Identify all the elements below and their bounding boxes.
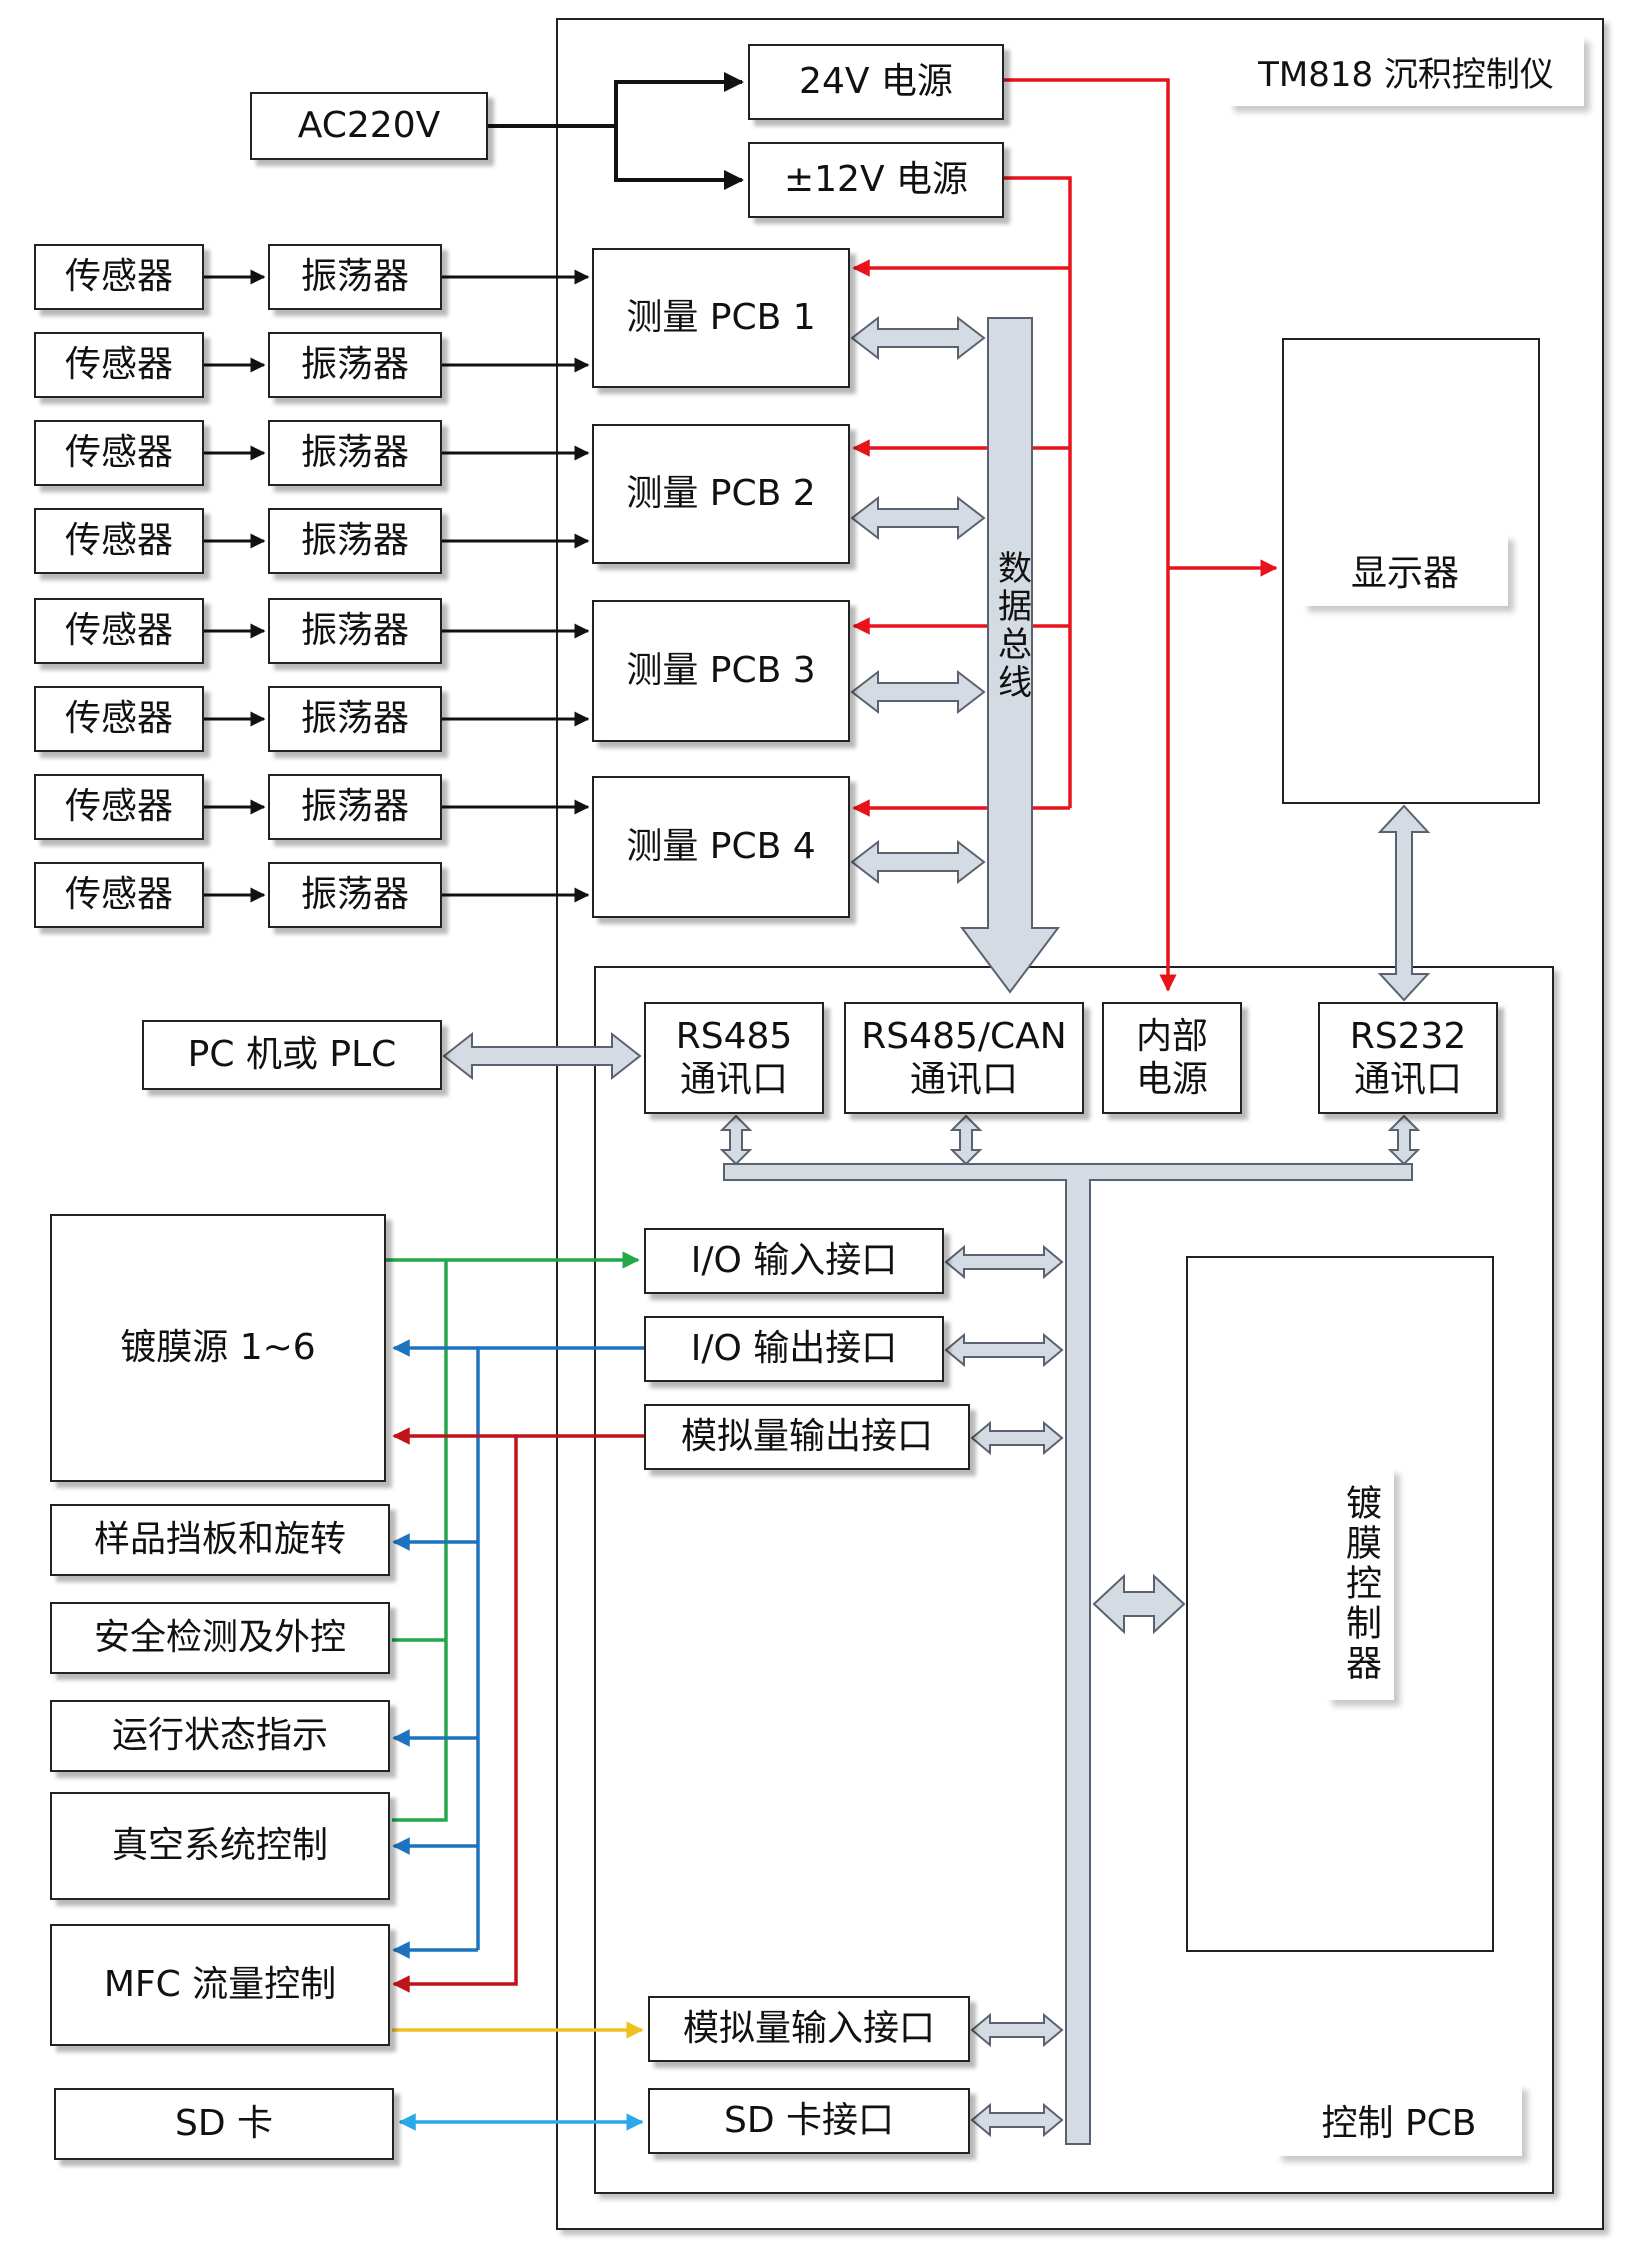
power12-main-wire	[1004, 176, 1072, 808]
sensor-3: 传感器	[34, 420, 204, 486]
measure-pcb-1: 测量 PCB 1	[592, 248, 850, 388]
safety-check-box: 安全检测及外控	[50, 1602, 390, 1674]
internal-power-line1: 内部	[1135, 1015, 1208, 1057]
port-bus-arrow-2	[949, 1114, 983, 1166]
data-bus-label: 数据总线	[991, 550, 1032, 702]
measure-pcb-3: 测量 PCB 3	[592, 600, 850, 742]
sensor-2: 传感器	[34, 332, 204, 398]
iface-bus-arrow-2	[944, 1332, 1064, 1368]
analog-in-bus-arrow	[970, 2012, 1064, 2048]
rs485-can-port-line1: RS485/CAN	[861, 1015, 1067, 1057]
ac220v-source: AC220V	[250, 92, 488, 160]
green-vacuum-wire	[392, 1260, 448, 1822]
rs485-port-line1: RS485	[675, 1015, 793, 1057]
power24-main-wire	[1004, 78, 1177, 992]
sensor-1: 传感器	[34, 244, 204, 310]
darkred-to-mfc	[392, 1434, 644, 1993]
internal-power: 内部 电源	[1102, 1002, 1242, 1114]
io-output-interface: I/O 输出接口	[644, 1316, 944, 1382]
blue-io-out-trunk	[476, 1346, 644, 1950]
rs485-port: RS485 通讯口	[644, 1002, 824, 1114]
oscillator-6: 振荡器	[268, 686, 442, 752]
rs485-can-port-line2: 通讯口	[909, 1059, 1018, 1100]
internal-power-line2: 电源	[1135, 1059, 1208, 1100]
pcb-bus-arrow-2	[850, 495, 986, 541]
data-bus-arrow	[960, 317, 1060, 994]
instrument-frame	[556, 18, 1604, 2230]
sensor-6: 传感器	[34, 686, 204, 752]
iface-bus-arrow-1	[944, 1244, 1064, 1280]
rs485-port-line2: 通讯口	[679, 1059, 788, 1100]
control-bus	[723, 1163, 1413, 2145]
measure-pcb-4: 测量 PCB 4	[592, 776, 850, 918]
ac-to-12v-wire	[614, 126, 744, 190]
analog-input-interface: 模拟量输入接口	[648, 1996, 970, 2062]
analog-output-interface: 模拟量输出接口	[644, 1404, 970, 1470]
mfc-flow-control-box: MFC 流量控制	[50, 1924, 390, 2046]
sd-card-interface: SD 卡接口	[648, 2088, 970, 2154]
oscillator-5: 振荡器	[268, 598, 442, 664]
pcb-bus-arrow-1	[850, 315, 986, 361]
oscillator-8: 振荡器	[268, 862, 442, 928]
rs232-port-line1: RS232	[1349, 1015, 1467, 1057]
rs232-port-line2: 通讯口	[1353, 1059, 1462, 1100]
oscillator-4: 振荡器	[268, 508, 442, 574]
pcb-bus-arrow-3	[850, 669, 986, 715]
rs485-can-port: RS485/CAN 通讯口	[844, 1002, 1084, 1114]
oscillator-3: 振荡器	[268, 420, 442, 486]
status-indicator-box: 运行状态指示	[50, 1700, 390, 1772]
sample-shutter-box: 样品挡板和旋转	[50, 1504, 390, 1576]
sensor-7: 传感器	[34, 774, 204, 840]
pc-rs485-arrow	[442, 1031, 642, 1081]
sensor-8: 传感器	[34, 862, 204, 928]
bus-controller-arrow	[1092, 1573, 1186, 1635]
sd-card-box: SD 卡	[54, 2088, 394, 2160]
oscillator-1: 振荡器	[268, 244, 442, 310]
vacuum-control-box: 真空系统控制	[50, 1792, 390, 1900]
control-pcb-frame	[594, 966, 1554, 2194]
pcb-bus-arrow-4	[850, 839, 986, 885]
sensor-5: 传感器	[34, 598, 204, 664]
iface-bus-arrow-3	[970, 1420, 1064, 1456]
power-24v: 24V 电源	[748, 44, 1004, 120]
io-input-interface: I/O 输入接口	[644, 1228, 944, 1294]
oscillator-7: 振荡器	[268, 774, 442, 840]
display-rs232-arrow	[1377, 804, 1431, 1002]
port-bus-arrow-3	[1387, 1114, 1421, 1166]
display-label: 显示器	[1302, 534, 1508, 606]
sd-bus-arrow	[970, 2102, 1064, 2138]
oscillator-2: 振荡器	[268, 332, 442, 398]
pc-or-plc: PC 机或 PLC	[142, 1020, 442, 1090]
control-pcb-label: 控制 PCB	[1276, 2084, 1522, 2156]
coating-controller-label: 镀膜控制器	[1326, 1468, 1394, 1700]
sensor-4: 传感器	[34, 508, 204, 574]
coating-source-box: 镀膜源 1~6	[50, 1214, 386, 1482]
power-12v: ±12V 电源	[748, 142, 1004, 218]
instrument-title: TM818 沉积控制仪	[1228, 36, 1584, 106]
rs232-port: RS232 通讯口	[1318, 1002, 1498, 1114]
measure-pcb-2: 测量 PCB 2	[592, 424, 850, 564]
port-bus-arrow-1	[719, 1114, 753, 1166]
ac-to-24v-wire	[488, 72, 744, 128]
